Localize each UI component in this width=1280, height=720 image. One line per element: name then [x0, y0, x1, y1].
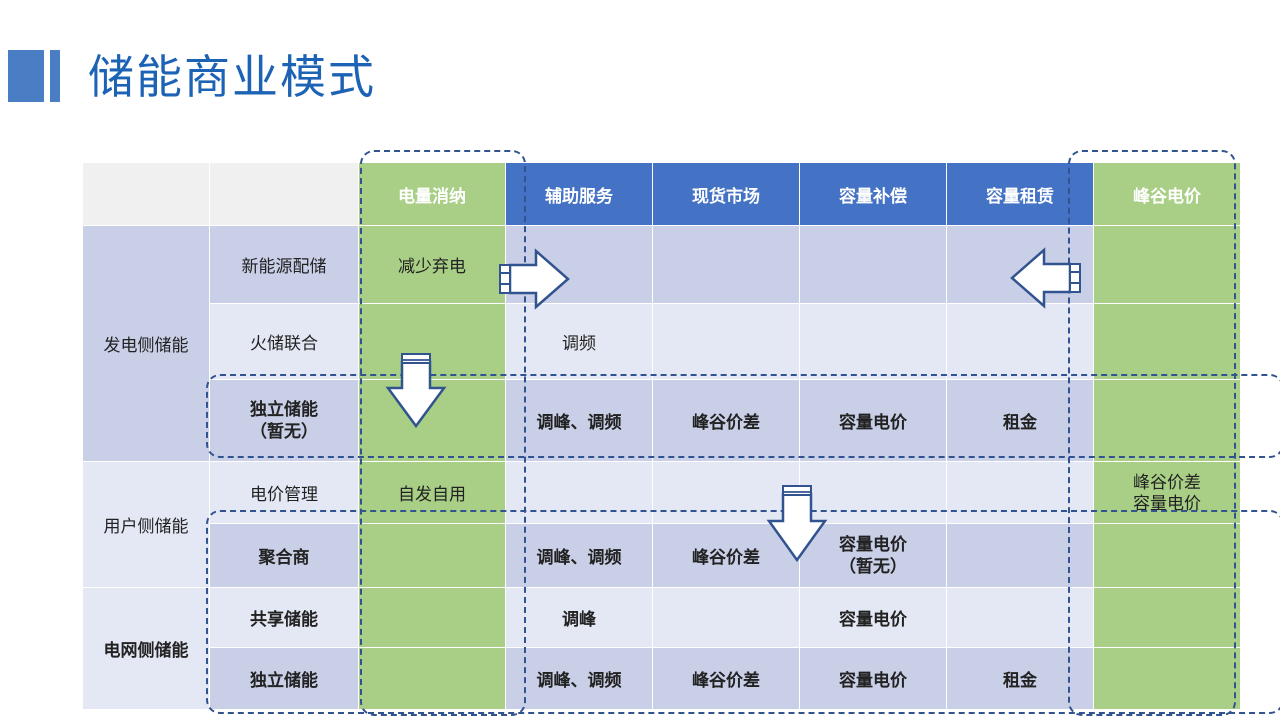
table-row: 火储联合 调频	[83, 303, 1241, 380]
cell-r5-capacity-compensation: 容量电价	[799, 587, 947, 649]
cell-r3-capacity-compensation	[799, 461, 947, 525]
column-header-peak-valley-price: 峰谷电价	[1093, 162, 1241, 226]
cell-r3-peak-valley-price: 峰谷价差容量电价	[1093, 461, 1241, 525]
row-label-renewable-storage: 新能源配储	[209, 224, 359, 305]
table-row: 独立储能（暂无） 调峰、调频 峰谷价差 容量电价 租金	[83, 378, 1241, 463]
row-label-independent-storage: 独立储能	[209, 647, 359, 710]
cell-r1-ancillary-service: 调频	[505, 303, 653, 380]
cell-r0-peak-valley-price	[1093, 224, 1241, 305]
business-model-table: 电量消纳 辅助服务 现货市场 容量补偿 容量租赁 峰谷电价 发电侧储能 新能源配…	[82, 162, 1241, 710]
cell-r2-energy-consumption	[358, 378, 506, 463]
page-title: 储能商业模式	[88, 51, 376, 103]
cell-r4-capacity-compensation: 容量电价（暂无）	[799, 523, 947, 589]
cell-r6-capacity-compensation: 容量电价	[799, 647, 947, 710]
cell-r2-spot-market: 峰谷价差	[652, 378, 800, 463]
table-header-row: 电量消纳 辅助服务 现货市场 容量补偿 容量租赁 峰谷电价	[82, 162, 1241, 226]
cell-r2-peak-valley-price	[1093, 378, 1241, 463]
cell-r3-spot-market	[652, 461, 800, 525]
column-header-ancillary-service: 辅助服务	[505, 162, 653, 226]
cell-r2-ancillary-service: 调峰、调频	[505, 378, 653, 463]
column-header-capacity-compensation: 容量补偿	[799, 162, 947, 226]
cell-r0-capacity-compensation	[799, 224, 947, 305]
row-label-independent-storage-na: 独立储能（暂无）	[209, 378, 359, 463]
cell-r0-capacity-lease	[946, 224, 1094, 305]
cell-r3-ancillary-service	[505, 461, 653, 525]
group-label-user-side: 用户侧储能	[82, 461, 210, 589]
row-label-thermal-storage-combined: 火储联合	[209, 303, 359, 380]
cell-r3-capacity-lease	[946, 461, 1094, 525]
title-accent-bar-large	[8, 50, 44, 102]
cell-r3-energy-consumption: 自发自用	[358, 461, 506, 525]
cell-r5-peak-valley-price	[1093, 587, 1241, 649]
table-row: 聚合商 调峰、调频 峰谷价差 容量电价（暂无）	[83, 523, 1241, 589]
cell-r4-energy-consumption	[358, 523, 506, 589]
column-header-capacity-lease: 容量租赁	[946, 162, 1094, 226]
cell-r0-spot-market	[652, 224, 800, 305]
table-row: 发电侧储能 新能源配储 减少弃电	[82, 224, 1241, 463]
header-group-blank	[82, 162, 210, 226]
row-label-aggregator: 聚合商	[209, 523, 359, 589]
table-row: 独立储能 调峰、调频 峰谷价差 容量电价 租金	[83, 647, 1241, 710]
cell-r6-peak-valley-price	[1093, 647, 1241, 710]
cell-r0-energy-consumption: 减少弃电	[358, 224, 506, 305]
cell-r5-ancillary-service: 调峰	[505, 587, 653, 649]
cell-r6-capacity-lease: 租金	[946, 647, 1094, 710]
header-sub-blank	[209, 162, 359, 226]
cell-r5-energy-consumption	[358, 587, 506, 649]
row-label-price-management: 电价管理	[209, 461, 359, 525]
cell-r6-spot-market: 峰谷价差	[652, 647, 800, 710]
cell-r4-ancillary-service: 调峰、调频	[505, 523, 653, 589]
cell-r2-capacity-compensation: 容量电价	[799, 378, 947, 463]
cell-r0-ancillary-service	[505, 224, 653, 305]
cell-r1-capacity-lease	[946, 303, 1094, 380]
column-header-spot-market: 现货市场	[652, 162, 800, 226]
table-header: 电量消纳 辅助服务 现货市场 容量补偿 容量租赁 峰谷电价	[82, 162, 1241, 226]
cell-r6-ancillary-service: 调峰、调频	[505, 647, 653, 710]
group-label-grid-side: 电网侧储能	[82, 587, 210, 710]
title-accent-bar-small	[50, 50, 60, 102]
cell-r1-capacity-compensation	[799, 303, 947, 380]
table-row: 用户侧储能 电价管理 自发自用 峰谷价差容量电价	[82, 461, 1241, 589]
cell-r1-spot-market	[652, 303, 800, 380]
cell-r4-peak-valley-price	[1093, 523, 1241, 589]
cell-r4-spot-market: 峰谷价差	[652, 523, 800, 589]
table-body: 发电侧储能 新能源配储 减少弃电 火储联合 调频 独立储能（暂无）	[82, 224, 1241, 710]
row-label-shared-storage: 共享储能	[209, 587, 359, 649]
cell-r5-capacity-lease	[946, 587, 1094, 649]
cell-r6-energy-consumption	[358, 647, 506, 710]
group-label-generation-side: 发电侧储能	[82, 224, 210, 463]
cell-r2-capacity-lease: 租金	[946, 378, 1094, 463]
cell-r1-peak-valley-price	[1093, 303, 1241, 380]
cell-r5-spot-market	[652, 587, 800, 649]
cell-r1-energy-consumption	[358, 303, 506, 380]
cell-r4-capacity-lease	[946, 523, 1094, 589]
column-header-energy-consumption: 电量消纳	[358, 162, 506, 226]
table-row: 电网侧储能 共享储能 调峰 容量电价	[82, 587, 1241, 710]
